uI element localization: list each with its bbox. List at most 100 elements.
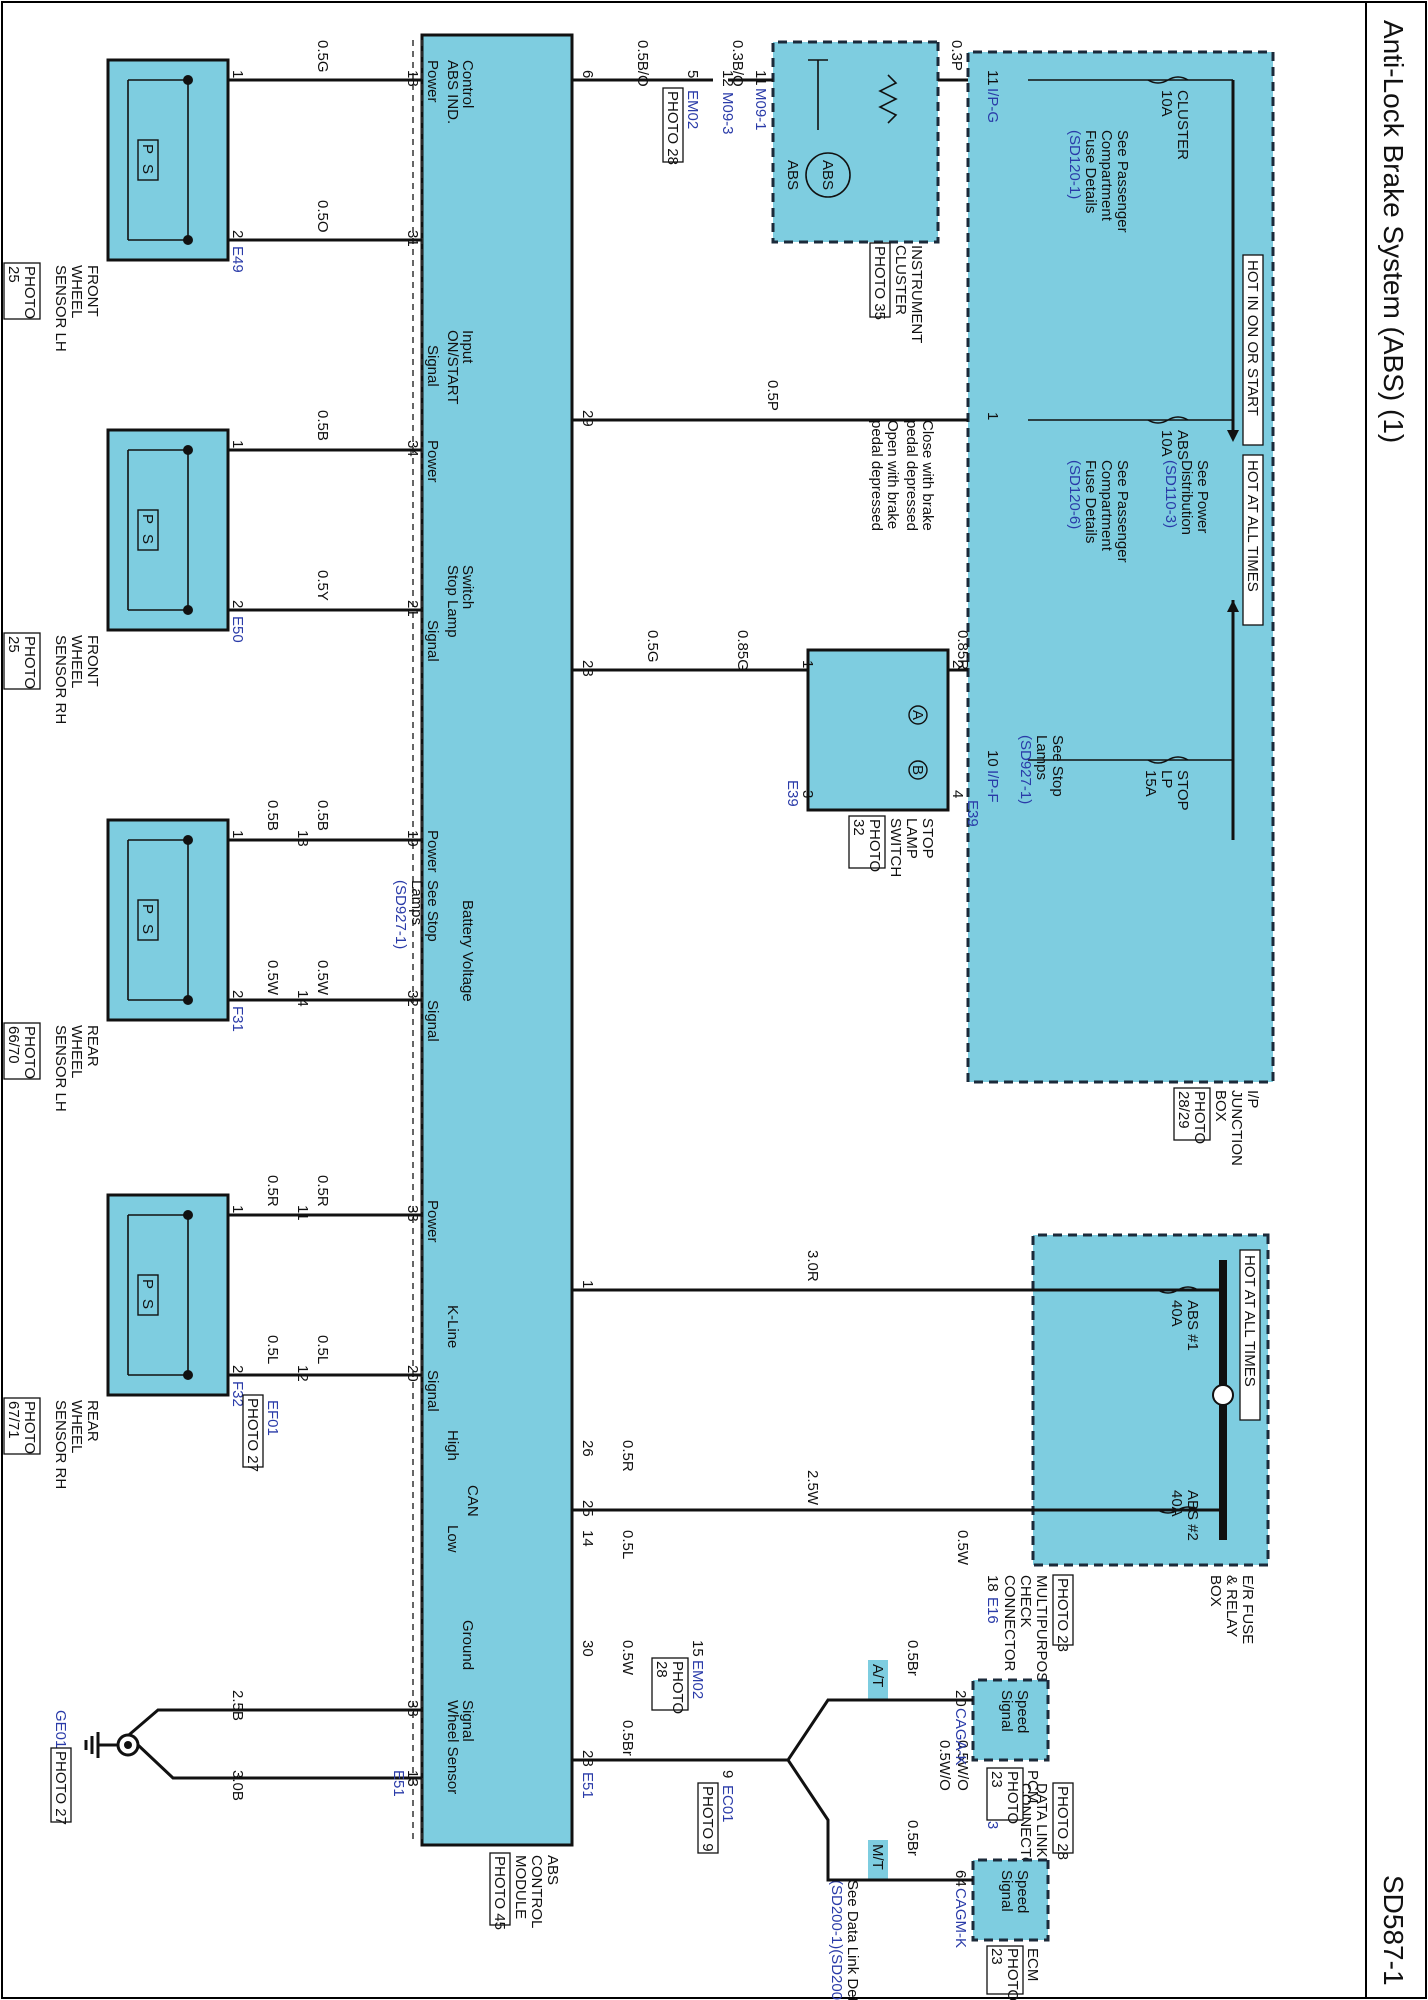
cluster-abs-label: ABS: [784, 160, 801, 190]
see-pass-2-c: Fuse Details: [1082, 460, 1099, 543]
sensor-photo-box: [3, 1397, 41, 1455]
em02-bottom-photo-2: 28: [653, 1661, 670, 1678]
abs1-fuse-2: 40A: [1168, 1300, 1185, 1327]
pin-label-can: CAN: [464, 1485, 481, 1517]
ecm-w: 0.5Br: [904, 1820, 921, 1856]
sensor-s: S: [139, 1299, 156, 1309]
pin-label-signal-rrh: Signal: [424, 1370, 441, 1412]
ip-pin-abs: 1: [984, 412, 1001, 420]
ground-circuit: 2.5B 3.0B 38 13 E51 GE01 PHOTO 27: [50, 1690, 422, 1825]
pin-label-low: Low: [444, 1525, 461, 1553]
sensor-name: WHEEL: [68, 265, 85, 318]
sensor-wire-2-label: 0.5Y: [314, 570, 331, 601]
sensor-node-icon: [183, 835, 193, 845]
ecm-name: ECM: [1024, 1948, 1041, 1981]
sensor-module-pin-2: 32: [404, 990, 421, 1007]
abs1-fuse-1: ABS #1: [1184, 1300, 1201, 1351]
ip-box-name-3: BOX: [1212, 1090, 1229, 1122]
sensor-wire-1-label: 0.5G: [314, 40, 331, 73]
sensor-conn: F31: [229, 1006, 246, 1032]
sensor-pin-2: 2: [229, 990, 246, 998]
cluster-abs-lamp: ABS: [819, 160, 836, 190]
sensor-node-icon: [183, 75, 193, 85]
em02-bottom-pin: 15: [689, 1640, 706, 1657]
stop-switch-photo-box: [848, 815, 886, 869]
sensor-photo: 66/70: [5, 1026, 22, 1064]
see-pass-1-b: Compartment: [1098, 130, 1115, 222]
cluster-w-out: 0.3B/O: [729, 40, 746, 87]
pin-label-onstart-2: Input: [459, 330, 476, 364]
note-a-2: pedal depressed: [903, 420, 920, 531]
sensor-s: S: [139, 924, 156, 934]
ground-photo-box: [50, 1747, 72, 1823]
see-pass-2-a: See Passenger: [1114, 460, 1131, 563]
sensor-pin-2: 2: [229, 600, 246, 608]
sensor-photo-box: [3, 262, 41, 320]
pin-label-stop-2: Switch: [459, 565, 476, 609]
wheel-sensor-body: [106, 58, 230, 262]
pin-label-high: High: [444, 1430, 461, 1461]
sensor-photo: 25: [5, 636, 22, 653]
stop-conn-b: E39: [964, 800, 981, 827]
ecm-conn: CAGM-K: [952, 1888, 969, 1948]
module-photo: PHOTO 45: [491, 1856, 508, 1930]
see-stop-1-b: Lamps: [408, 880, 425, 925]
sensor-mid-pin-2: 12: [294, 1365, 311, 1382]
pin-label-onstart-1: ON/START: [444, 330, 461, 404]
sensor-pin-1: 1: [229, 440, 246, 448]
ground-conn: GE01: [52, 1710, 69, 1748]
em02-top-photo-box: [662, 87, 684, 163]
sensor-name: SENSOR RH: [52, 1400, 69, 1489]
sensor-node-icon: [183, 1210, 193, 1220]
cluster-name-2: CLUSTER: [892, 245, 909, 315]
er-box-name-1: E/R FUSE: [1239, 1575, 1256, 1644]
dlc-name-1: DATA LINK: [1033, 1783, 1050, 1857]
multi-pin: 18: [984, 1575, 1001, 1592]
sensor-name: WHEEL: [68, 1025, 85, 1078]
cluster-pin-in: 11: [752, 70, 769, 86]
see-power-c: (SD110-3): [1162, 460, 1179, 528]
stop-pin-3: 3: [799, 790, 816, 798]
em02-top-pin: 5: [684, 70, 701, 78]
er-w1: 3.0R: [804, 1250, 821, 1282]
cluster-body: [771, 40, 940, 244]
module-body: [420, 33, 574, 1847]
pcm-pin: 20: [952, 1690, 969, 1707]
stop-switch-photo-2: 32: [850, 819, 867, 836]
sensor-ps-icon: [137, 1274, 159, 1316]
pin-label-power-frh: Power: [424, 440, 441, 483]
instrument-cluster: INSTRUMENT CLUSTER PHOTO 35 ABS ABS 11 M…: [719, 40, 968, 343]
ec01-mod-pin: 28: [579, 1750, 596, 1767]
multi-w: 0.5W: [954, 1530, 971, 1566]
hot-all-times-ip: HOT AT ALL TIMES: [1244, 460, 1261, 592]
stop-fuse-3: 15A: [1142, 770, 1159, 797]
em02-bottom-mod-pin: 30: [579, 1640, 596, 1657]
sensor-module-pin-2: 31: [404, 230, 421, 247]
em02-bottom-photo-box: [651, 1657, 689, 1711]
sensor-name: FRONT: [84, 265, 101, 317]
ecm-photo-1: PHOTO: [1004, 1948, 1021, 2000]
stop-switch-name-2: LAMP: [903, 818, 920, 859]
all-times-arrow-icon: [1227, 600, 1239, 612]
ip-junction-box: I/P JUNCTION BOX PHOTO 28/29 HOT IN ON O…: [966, 50, 1275, 1166]
ip-box-photo-1: PHOTO: [1191, 1091, 1208, 1144]
sensor-pin-2: 2: [229, 230, 246, 238]
switch-a: A: [909, 710, 926, 720]
em02-bottom-w: 0.5W: [619, 1640, 636, 1676]
er-p1: 1: [579, 1280, 596, 1288]
dlc-photo-box: [1052, 1782, 1074, 1854]
see-stop-2-b: Lamps: [1033, 735, 1050, 780]
multi-photo-box: [1052, 1574, 1074, 1646]
ef01-conn: EF01: [264, 1400, 281, 1436]
ip-box-photo-2: 28/29: [1175, 1091, 1192, 1129]
sensor-wire-1b-label: 0.5B: [264, 800, 281, 831]
stop-switch-body: [806, 648, 950, 812]
abs-control-module: ABS CONTROL MODULE PHOTO 45 Power Signal…: [412, 33, 574, 1930]
er-fuse-relay-box: E/R FUSE & RELAY BOX HOT AT ALL TIMES AB…: [572, 1233, 1270, 1644]
sensor-name: SENSOR LH: [52, 265, 69, 352]
sensor-coil-circuit: [127, 1214, 189, 1376]
sensor-pin-1: 1: [229, 830, 246, 838]
em02-bottom-conn: EM02: [689, 1660, 706, 1699]
note-b-1: Open with brake: [884, 420, 901, 529]
